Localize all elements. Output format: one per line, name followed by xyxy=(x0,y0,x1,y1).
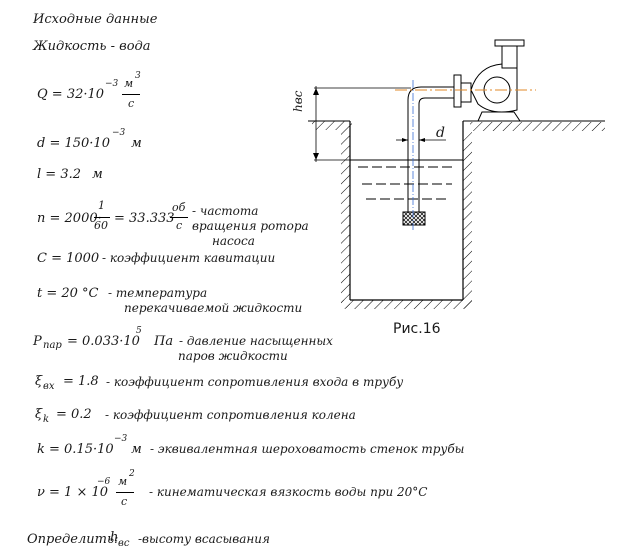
liquid-line: Жидкость - вода xyxy=(33,39,151,54)
figure-caption: Рис.16 xyxy=(393,321,441,337)
header: Исходные данные xyxy=(33,12,158,27)
label-d: d xyxy=(436,125,445,141)
label-h: hвс xyxy=(291,90,305,112)
pump-diagram xyxy=(308,39,605,309)
